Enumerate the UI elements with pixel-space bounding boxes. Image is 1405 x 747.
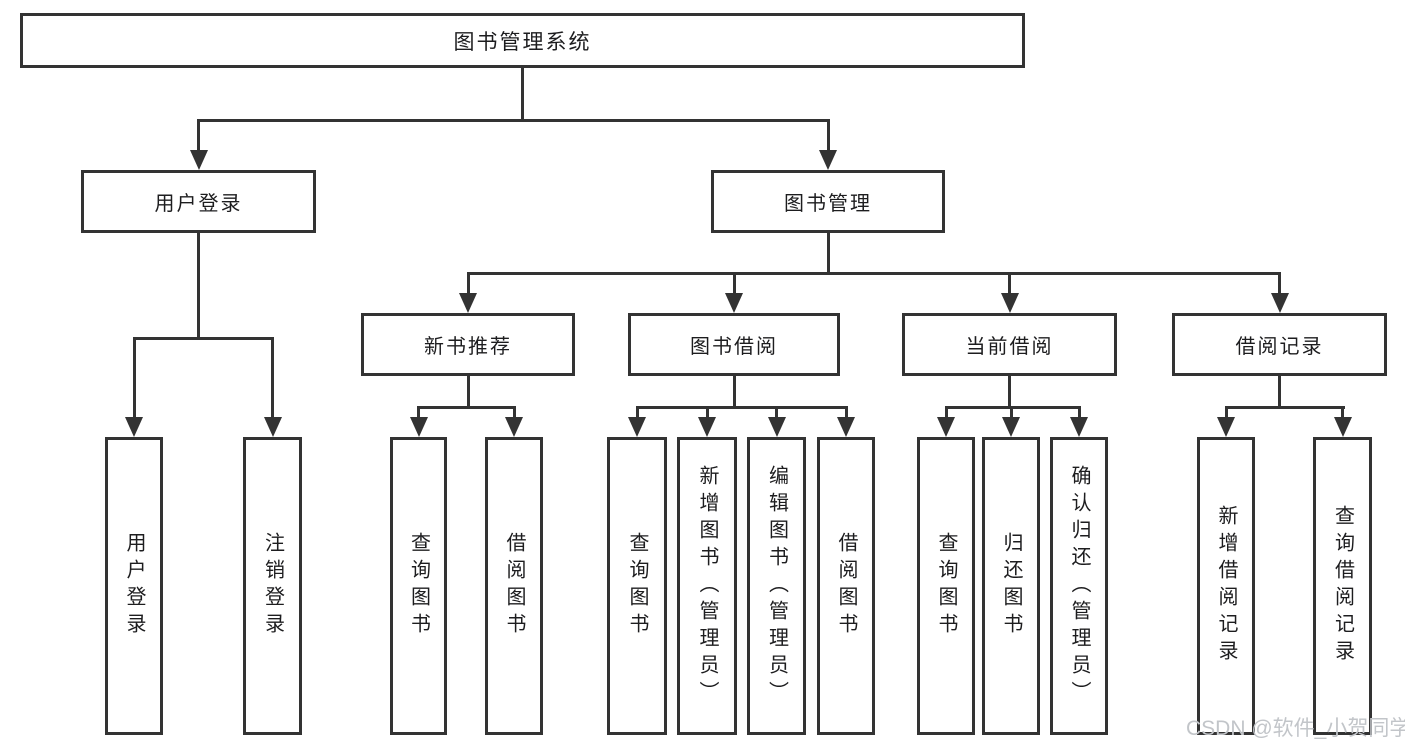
connector-vline: [1278, 376, 1281, 406]
connector-hline: [197, 119, 830, 122]
node-borrow-borrow-books: 借阅图书: [817, 437, 875, 735]
connector-vline: [1010, 406, 1013, 419]
arrow-down-icon: [628, 417, 646, 437]
arrow-down-icon: [837, 417, 855, 437]
connector-vline: [706, 406, 709, 419]
arrow-down-icon: [1334, 417, 1352, 437]
arrow-down-icon: [768, 417, 786, 437]
connector-hline: [636, 406, 848, 409]
connector-hline: [1225, 406, 1345, 409]
connector-vline: [775, 406, 778, 419]
node-current-query-books: 查询图书: [917, 437, 975, 735]
connector-hline: [467, 272, 1281, 275]
node-book-management: 图书管理: [711, 170, 945, 233]
connector-vline: [513, 406, 516, 419]
arrow-down-icon: [1070, 417, 1088, 437]
node-user-login-action: 用户登录: [105, 437, 163, 735]
connector-vline: [1008, 376, 1011, 406]
arrow-down-icon: [1002, 417, 1020, 437]
node-current-confirm-return-admin: 确认归还（管理员）: [1050, 437, 1108, 735]
connector-vline: [1078, 406, 1081, 419]
node-borrow-query-books: 查询图书: [607, 437, 667, 735]
connector-hline: [133, 337, 274, 340]
connector-vline: [1341, 406, 1344, 419]
node-user-login: 用户登录: [81, 170, 316, 233]
arrow-down-icon: [1271, 293, 1289, 313]
arrow-down-icon: [937, 417, 955, 437]
arrow-down-icon: [190, 150, 208, 170]
arrow-down-icon: [725, 293, 743, 313]
arrow-down-icon: [819, 150, 837, 170]
node-library-management-system: 图书管理系统: [20, 13, 1025, 68]
connector-vline: [521, 68, 524, 119]
node-current-borrow: 当前借阅: [902, 313, 1117, 376]
connector-hline: [945, 406, 1081, 409]
connector-hline: [417, 406, 516, 409]
connector-vline: [1225, 406, 1228, 419]
node-records-add-record: 新增借阅记录: [1197, 437, 1255, 735]
csdn-watermark: CSDN @软件_小贺同学: [1186, 717, 1405, 740]
arrow-down-icon: [264, 417, 282, 437]
arrow-down-icon: [410, 417, 428, 437]
connector-vline: [467, 376, 470, 406]
node-new-book-recommend: 新书推荐: [361, 313, 575, 376]
connector-vline: [1278, 272, 1281, 295]
node-recommend-query-books: 查询图书: [390, 437, 447, 735]
connector-vline: [1008, 272, 1011, 295]
connector-vline: [945, 406, 948, 419]
node-borrow-add-books-admin: 新增图书（管理员）: [677, 437, 737, 735]
node-borrow-records: 借阅记录: [1172, 313, 1387, 376]
arrow-down-icon: [125, 417, 143, 437]
connector-vline: [197, 233, 200, 337]
node-recommend-borrow-books: 借阅图书: [485, 437, 543, 735]
connector-vline: [197, 119, 200, 152]
arrow-down-icon: [1001, 293, 1019, 313]
connector-vline: [827, 233, 830, 272]
connector-vline: [845, 406, 848, 419]
arrow-down-icon: [459, 293, 477, 313]
connector-vline: [733, 376, 736, 406]
connector-vline: [733, 272, 736, 295]
arrow-down-icon: [698, 417, 716, 437]
arrow-down-icon: [505, 417, 523, 437]
connector-vline: [271, 337, 274, 419]
connector-vline: [417, 406, 420, 419]
node-records-query-record: 查询借阅记录: [1313, 437, 1372, 735]
connector-vline: [467, 272, 470, 295]
node-book-borrow: 图书借阅: [628, 313, 840, 376]
arrow-down-icon: [1217, 417, 1235, 437]
node-borrow-edit-books-admin: 编辑图书（管理员）: [747, 437, 806, 735]
connector-vline: [827, 119, 830, 152]
connector-vline: [133, 337, 136, 419]
connector-vline: [636, 406, 639, 419]
node-logout-action: 注销登录: [243, 437, 302, 735]
node-current-return-books: 归还图书: [982, 437, 1040, 735]
